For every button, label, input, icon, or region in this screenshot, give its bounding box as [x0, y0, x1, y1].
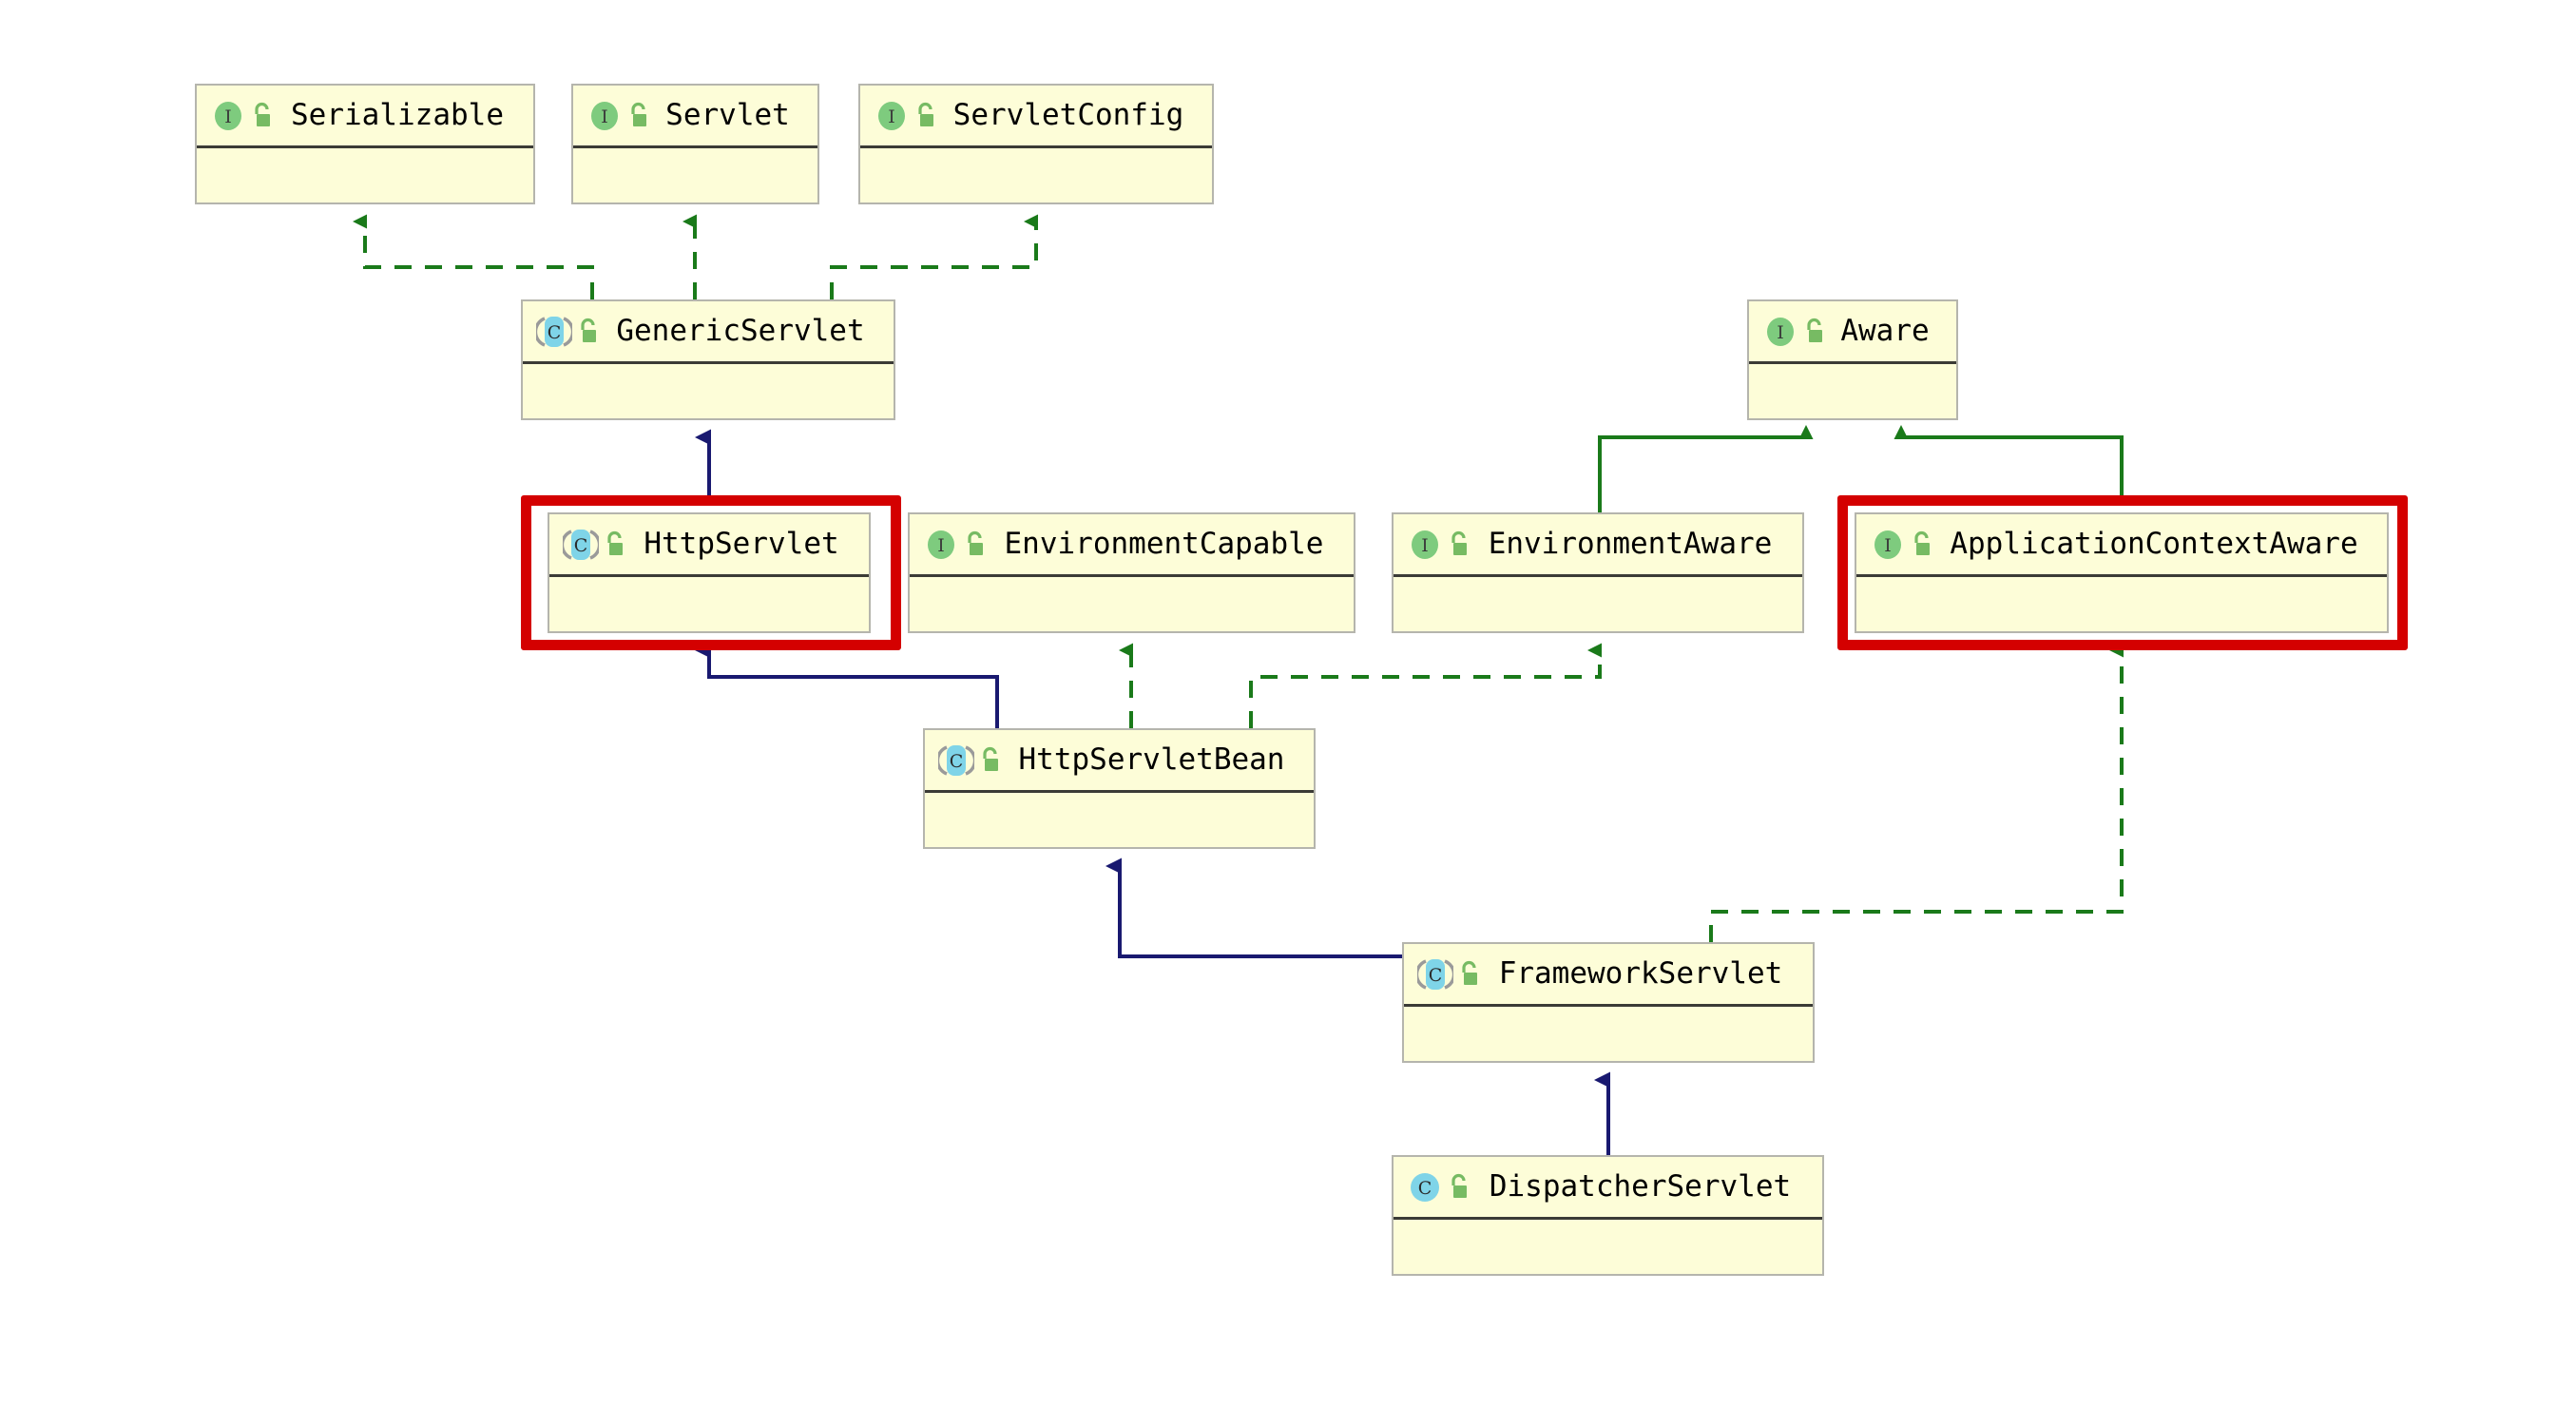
class-node-servlet[interactable]: I Servlet	[571, 84, 819, 204]
abstract-class-icon: C	[935, 742, 977, 779]
abstract-class-icon: C	[533, 314, 575, 350]
class-node-serializable[interactable]: I Serializable	[195, 84, 535, 204]
class-node-members	[549, 577, 869, 631]
class-node-title: Aware	[1840, 314, 1930, 348]
class-node-applicationcontextaware[interactable]: I ApplicationContextAware	[1855, 512, 2389, 633]
class-node-title: Serializable	[291, 98, 504, 132]
concrete-class-icon: C	[1407, 1169, 1443, 1205]
class-node-members	[910, 577, 1354, 631]
class-node-members	[1394, 577, 1802, 631]
class-node-header: I EnvironmentCapable	[910, 514, 1354, 577]
class-node-members	[1394, 1220, 1822, 1274]
class-node-header: I EnvironmentAware	[1394, 514, 1802, 577]
class-node-title: HttpServlet	[644, 527, 839, 561]
class-node-members	[523, 364, 894, 418]
interface-icon: I	[586, 98, 623, 134]
svg-text:C: C	[574, 535, 588, 556]
class-node-header: I ServletConfig	[860, 86, 1212, 148]
class-node-members	[197, 148, 533, 202]
class-node-title: Servlet	[665, 98, 790, 132]
interface-icon: I	[1870, 527, 1906, 563]
svg-text:C: C	[950, 751, 964, 772]
unlocked-padlock-icon	[603, 530, 627, 559]
class-node-members	[860, 148, 1212, 202]
svg-text:I: I	[937, 535, 945, 556]
class-node-header: C FrameworkServlet	[1404, 944, 1813, 1007]
unlocked-padlock-icon	[1447, 530, 1471, 559]
class-node-members	[573, 148, 817, 202]
interface-icon: I	[923, 527, 959, 563]
class-node-servletconfig[interactable]: I ServletConfig	[858, 84, 1214, 204]
class-node-title: FrameworkServlet	[1498, 956, 1783, 991]
svg-text:I: I	[888, 106, 895, 127]
class-node-members	[1749, 364, 1956, 418]
unlocked-padlock-icon	[626, 102, 651, 130]
class-node-httpservletbean[interactable]: C HttpServletBean	[923, 728, 1316, 849]
class-node-members	[1404, 1007, 1813, 1061]
class-node-environmentaware[interactable]: I EnvironmentAware	[1392, 512, 1804, 633]
class-node-title: DispatcherServlet	[1489, 1169, 1792, 1204]
class-node-header: I Servlet	[573, 86, 817, 148]
unlocked-padlock-icon	[978, 746, 1003, 775]
class-node-title: EnvironmentCapable	[1004, 527, 1324, 561]
class-node-title: ServletConfig	[952, 98, 1184, 132]
class-node-members	[925, 793, 1314, 847]
interface-icon: I	[874, 98, 910, 134]
svg-text:I: I	[601, 106, 608, 127]
svg-text:C: C	[1418, 1178, 1432, 1199]
class-node-header: C HttpServletBean	[925, 730, 1314, 793]
unlocked-padlock-icon	[963, 530, 988, 559]
class-node-title: HttpServletBean	[1018, 742, 1285, 777]
class-node-dispatcherservlet[interactable]: C DispatcherServlet	[1392, 1155, 1824, 1276]
svg-text:I: I	[1777, 322, 1784, 343]
interface-icon: I	[1407, 527, 1443, 563]
class-node-title: ApplicationContextAware	[1950, 527, 2358, 561]
unlocked-padlock-icon	[1910, 530, 1934, 559]
class-node-title: EnvironmentAware	[1488, 527, 1773, 561]
svg-text:I: I	[224, 106, 232, 127]
unlocked-padlock-icon	[250, 102, 275, 130]
class-node-frameworkservlet[interactable]: C FrameworkServlet	[1402, 942, 1815, 1063]
svg-text:C: C	[1429, 965, 1443, 986]
class-node-title: GenericServlet	[616, 314, 865, 348]
class-node-environmentcapable[interactable]: I EnvironmentCapable	[908, 512, 1355, 633]
class-node-header: I Serializable	[197, 86, 533, 148]
unlocked-padlock-icon	[1802, 318, 1827, 346]
class-node-header: I Aware	[1749, 301, 1956, 364]
svg-text:I: I	[1421, 535, 1429, 556]
abstract-class-icon: C	[560, 527, 602, 563]
unlocked-padlock-icon	[576, 318, 601, 346]
abstract-class-icon: C	[1414, 956, 1456, 993]
class-node-aware[interactable]: I Aware	[1747, 299, 1958, 420]
class-node-members	[1856, 577, 2387, 631]
interface-icon: I	[210, 98, 246, 134]
unlocked-padlock-icon	[1457, 960, 1482, 989]
class-node-header: I ApplicationContextAware	[1856, 514, 2387, 577]
svg-text:I: I	[1884, 535, 1892, 556]
class-node-header: C DispatcherServlet	[1394, 1157, 1822, 1220]
class-node-header: C GenericServlet	[523, 301, 894, 364]
svg-text:C: C	[548, 322, 562, 343]
unlocked-padlock-icon	[1447, 1173, 1471, 1202]
class-node-header: C HttpServlet	[549, 514, 869, 577]
interface-icon: I	[1762, 314, 1798, 350]
unlocked-padlock-icon	[913, 102, 938, 130]
class-node-genericservlet[interactable]: C GenericServlet	[521, 299, 895, 420]
class-node-httpservlet[interactable]: C HttpServlet	[548, 512, 871, 633]
